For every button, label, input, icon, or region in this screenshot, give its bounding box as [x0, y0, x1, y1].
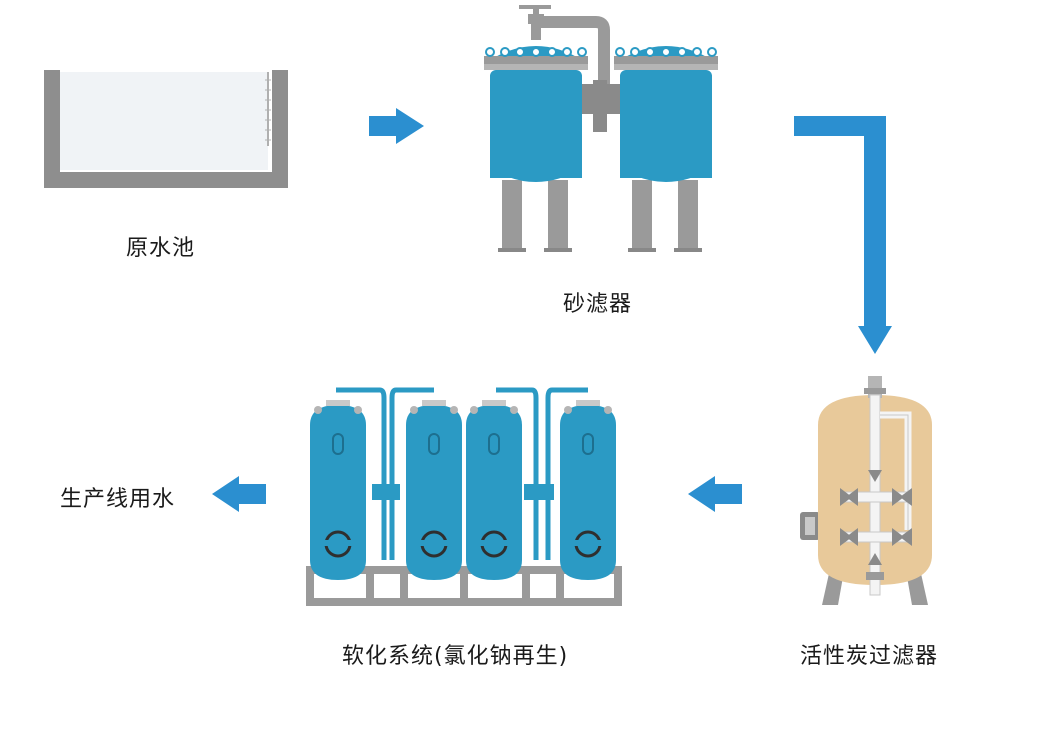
flow-arrow-1 [369, 108, 424, 144]
softener-tanks-icon [306, 387, 622, 606]
raw-water-tank-label: 原水池 [126, 236, 196, 261]
production-water-label: 生产线用水 [60, 487, 176, 512]
flow-arrow-4 [212, 476, 266, 512]
raw-water-tank-icon [44, 70, 288, 188]
sand-filter-icon [484, 5, 718, 252]
flow-arrow-2 [794, 116, 892, 354]
carbon-filter-icon [800, 376, 932, 605]
softener-label: 软化系统(氯化钠再生) [342, 644, 569, 669]
flow-arrow-3 [688, 476, 742, 512]
sand-filter-label: 砂滤器 [563, 292, 633, 317]
carbon-filter-label: 活性炭过滤器 [800, 644, 939, 669]
